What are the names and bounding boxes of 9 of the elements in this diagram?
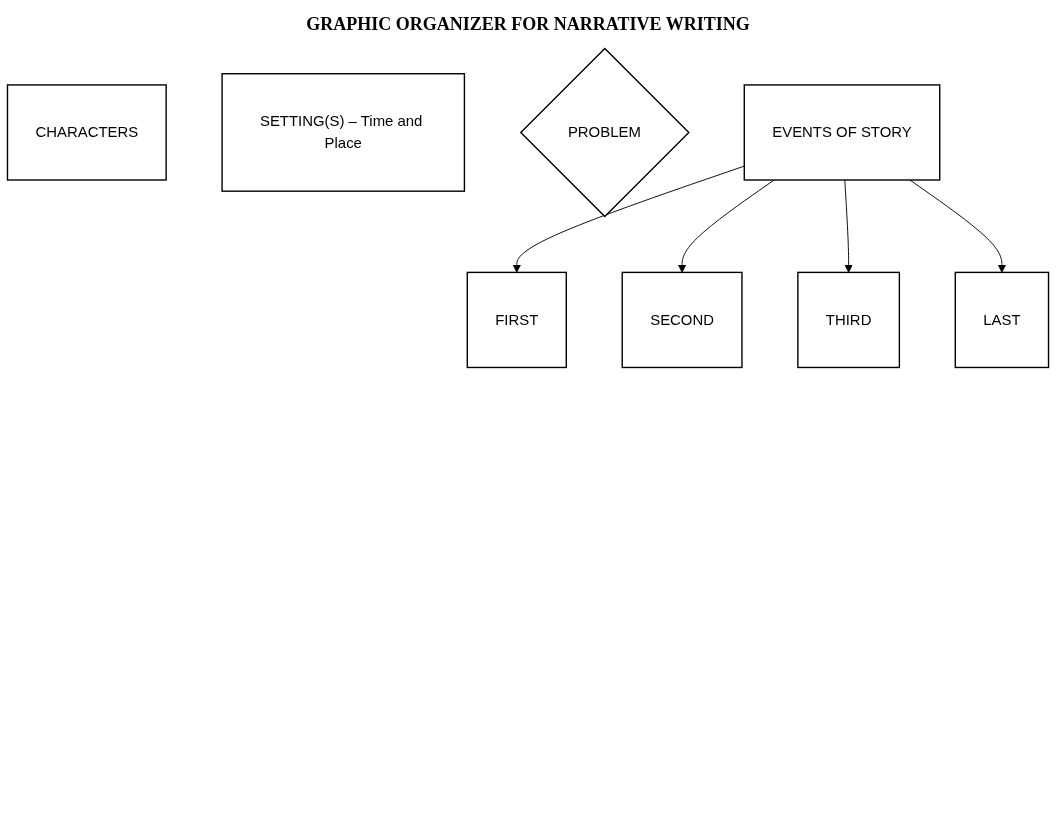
node-box: SETTING(S) – Time and Place <box>221 73 466 192</box>
node-box: THIRD <box>797 271 901 369</box>
title: GRAPHIC ORGANIZER FOR NARRATIVE WRITING <box>305 14 751 35</box>
node-box: CHARACTERS <box>6 84 167 181</box>
node-box: LAST <box>954 271 1050 369</box>
node-box: FIRST <box>466 271 567 369</box>
node-box: SECOND <box>621 271 743 369</box>
node-box: EVENTS OF STORY <box>743 84 941 181</box>
node-diamond: PROBLEM <box>519 47 690 218</box>
